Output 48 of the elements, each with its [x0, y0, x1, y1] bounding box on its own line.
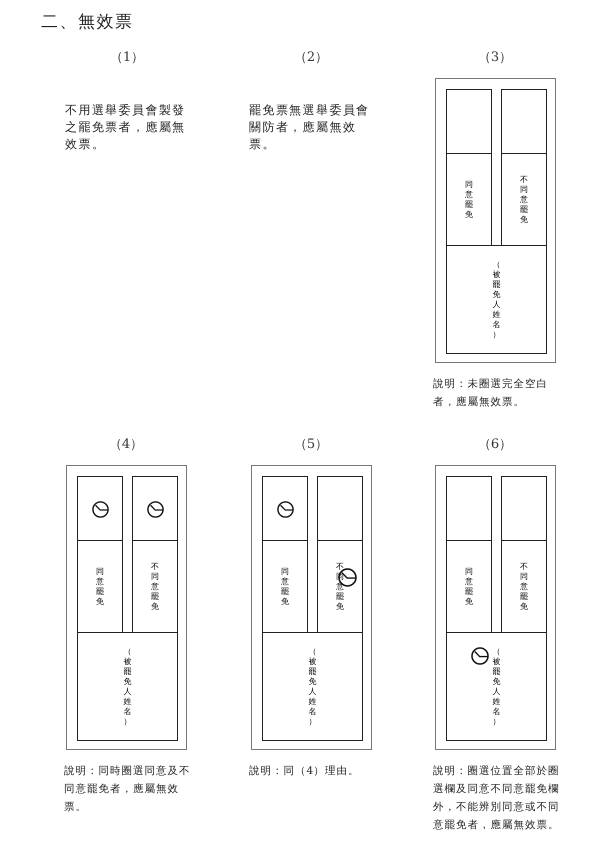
name-panel — [446, 632, 547, 741]
marking-field — [132, 476, 178, 541]
stamp-mark-icon — [471, 647, 489, 665]
caption-text: 說明：同（4）理由。 — [249, 764, 361, 779]
name-label: （被罷免人姓名） — [492, 646, 500, 726]
rule-text: 不用選舉委員會製發之罷免票者，應屬無效票。 — [65, 102, 187, 153]
panel-number: （1） — [110, 50, 144, 66]
panel-number: （5） — [294, 437, 328, 453]
option-panel — [77, 540, 123, 633]
option-label: 同意罷免 — [465, 180, 473, 220]
rule-text: 罷免票無選舉委員會關防者，應屬無效票。 — [249, 102, 371, 153]
option-panel — [262, 540, 308, 633]
option-panel — [446, 153, 492, 246]
stamp-mark-icon — [92, 501, 109, 518]
marking-field — [501, 89, 547, 154]
marking-field — [262, 476, 308, 541]
name-panel — [446, 245, 547, 354]
option-label: 不同意罷免 — [151, 562, 159, 612]
page-heading: 二、無效票 — [41, 11, 134, 33]
stamp-mark-icon — [147, 501, 164, 518]
name-panel — [262, 632, 363, 741]
name-panel — [77, 632, 178, 741]
option-label: 不同意罷免 — [520, 562, 528, 612]
option-label: 同意罷免 — [281, 566, 289, 606]
option-panel — [132, 540, 178, 633]
name-label: （被罷免人姓名） — [492, 260, 500, 340]
marking-field — [446, 89, 492, 154]
panel-number: （6） — [478, 437, 512, 453]
option-panel — [446, 540, 492, 633]
panel-number: （2） — [294, 50, 328, 66]
caption-text: 說明：同時圈選同意及不同意罷免者，應屬無效票。 — [64, 764, 191, 815]
name-label: （被罷免人姓名） — [124, 646, 132, 726]
marking-field — [501, 476, 547, 541]
caption-text: 說明：未圈選完全空白者，應屬無效票。 — [433, 377, 549, 410]
option-label: 同意罷免 — [465, 566, 473, 606]
option-panel — [501, 153, 547, 246]
panel-number: （3） — [478, 50, 512, 66]
option-panel — [501, 540, 547, 633]
option-label: 同意罷免 — [96, 566, 104, 606]
stamp-mark-icon — [277, 501, 294, 518]
caption-text: 說明：圈選位置全部於圈選欄及同意不同意罷免欄外，不能辨別同意或不同意罷免者，應屬無效票。 — [433, 764, 560, 833]
marking-field — [317, 476, 363, 541]
option-label: 不同意罷免 — [520, 174, 528, 224]
name-label: （被罷免人姓名） — [308, 646, 316, 726]
option-panel — [317, 540, 363, 633]
panel-number: （4） — [108, 437, 144, 453]
marking-field — [77, 476, 123, 541]
marking-field — [446, 476, 492, 541]
